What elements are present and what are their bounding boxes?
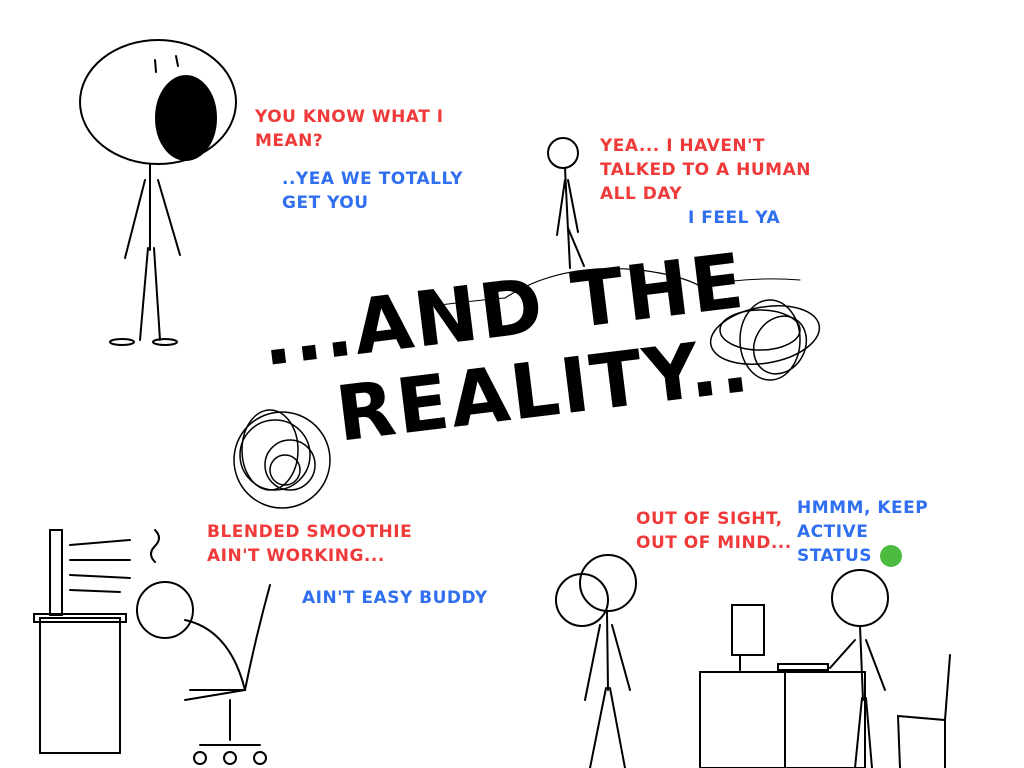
scribble-left bbox=[233, 409, 331, 509]
speech-feel-ya: I FEEL YA bbox=[688, 208, 781, 228]
island-stick-figure bbox=[439, 137, 801, 306]
speech-out-of-sight: OUT OF SIGHT, OUT OF MIND... bbox=[636, 509, 792, 553]
scribble-right bbox=[709, 299, 821, 381]
speech-active-status: HMMM, KEEP ACTIVE STATUS bbox=[797, 496, 997, 568]
speech-easy-buddy: AIN'T EASY BUDDY bbox=[302, 588, 488, 608]
shouting-stick-figure bbox=[79, 39, 237, 346]
speech-you-know: YOU KNOW WHAT I MEAN? bbox=[255, 107, 444, 151]
distracted-stick-figure bbox=[555, 554, 637, 768]
speech-smoothie: BLENDED SMOOTHIE AIN'T WORKING... bbox=[207, 522, 413, 566]
speech-totally: ..YEA WE TOTALLY GET YOU bbox=[282, 169, 464, 213]
speech-active-status-text: HMMM, KEEP ACTIVE STATUS bbox=[797, 498, 929, 566]
speech-havent-talked: YEA... I HAVEN'T TALKED TO A HUMAN ALL D… bbox=[600, 136, 811, 204]
office-worker-stick-figure bbox=[699, 569, 951, 768]
green-status-dot-icon bbox=[880, 545, 903, 567]
tired-worker-at-desk bbox=[33, 529, 271, 765]
